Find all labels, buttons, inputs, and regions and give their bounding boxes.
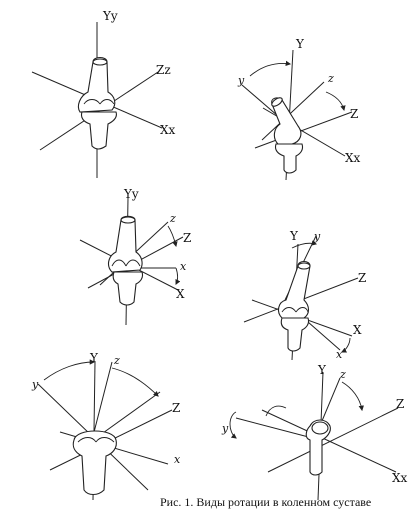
femur xyxy=(277,260,311,319)
tibia xyxy=(274,143,304,174)
tibia xyxy=(112,271,144,306)
rotation-arc-z xyxy=(167,225,178,248)
Z-axis xyxy=(267,407,399,473)
label-z: z xyxy=(327,72,334,85)
rotation-arc-y2 xyxy=(265,405,287,417)
X-axis xyxy=(261,409,397,473)
label-x: x xyxy=(174,453,181,466)
rotation-arc-z xyxy=(325,91,346,112)
rotation-arc-x xyxy=(175,267,181,285)
label-X: X xyxy=(176,287,185,301)
tibia xyxy=(80,111,117,150)
z-axis-2 xyxy=(95,391,161,439)
rotation-arc-z xyxy=(341,381,364,412)
femur-cut xyxy=(297,262,311,270)
rotation-arc-y xyxy=(291,240,318,249)
z-axis-rot xyxy=(261,81,325,141)
rotation-arc-y xyxy=(229,411,237,439)
femur-cut xyxy=(120,216,136,224)
panel-4: Y y Z X x xyxy=(243,229,366,361)
panel-5: Y z y Z x xyxy=(31,351,181,501)
label-y: y xyxy=(237,74,245,87)
label-x: x xyxy=(180,260,187,273)
label-Xx: Xx xyxy=(345,151,361,165)
rotation-arc-y xyxy=(249,60,292,77)
label-z: z xyxy=(169,212,176,225)
panel-6: Y z Z y Xx xyxy=(221,363,408,501)
label-Y: Y xyxy=(89,351,99,365)
patella xyxy=(311,421,329,435)
label-Yy: Yy xyxy=(102,9,118,23)
panel-1: Yy Zz Xx xyxy=(31,9,176,178)
label-Y: Y xyxy=(295,37,305,51)
condyles xyxy=(83,99,115,105)
label-z: z xyxy=(113,354,120,367)
rotation-arc-x xyxy=(341,337,351,353)
rotation-arc-z xyxy=(111,367,159,397)
label-Z: Z xyxy=(183,231,191,245)
condyles xyxy=(111,259,141,267)
label-Xx: Xx xyxy=(392,471,408,485)
label-X: X xyxy=(353,323,362,337)
label-z: z xyxy=(339,368,346,381)
label-y: y xyxy=(221,422,229,435)
label-Zz: Zz xyxy=(156,63,171,77)
label-x: x xyxy=(336,348,343,361)
label-Y: Y xyxy=(317,363,327,377)
label-Xx: Xx xyxy=(160,123,176,137)
label-Yy: Yy xyxy=(123,187,139,201)
label-y: y xyxy=(31,378,39,391)
label-Z: Z xyxy=(396,397,404,411)
tibia xyxy=(280,317,310,352)
label-y: y xyxy=(313,230,321,243)
label-Y: Y xyxy=(289,229,299,243)
femur-cut xyxy=(271,97,283,107)
figure-caption: Рис. 1. Виды ротации в коленном суставе xyxy=(160,495,372,509)
rotation-arc-y xyxy=(43,359,96,381)
femur xyxy=(107,215,143,273)
Z-axis xyxy=(254,111,353,149)
panel-2: Y y z Z Xx xyxy=(237,37,361,181)
femur xyxy=(77,56,116,113)
label-Z: Z xyxy=(350,107,358,121)
panel-3: Yy z Z x X xyxy=(79,187,191,326)
z-axis-rot xyxy=(91,361,113,441)
tibia xyxy=(72,430,117,496)
tibia xyxy=(305,419,331,476)
tibia-plateau xyxy=(77,437,115,443)
label-Z: Z xyxy=(172,401,180,415)
condyles xyxy=(281,307,309,313)
femur xyxy=(271,97,302,145)
label-Z: Z xyxy=(358,271,366,285)
femur-cut xyxy=(92,58,108,66)
